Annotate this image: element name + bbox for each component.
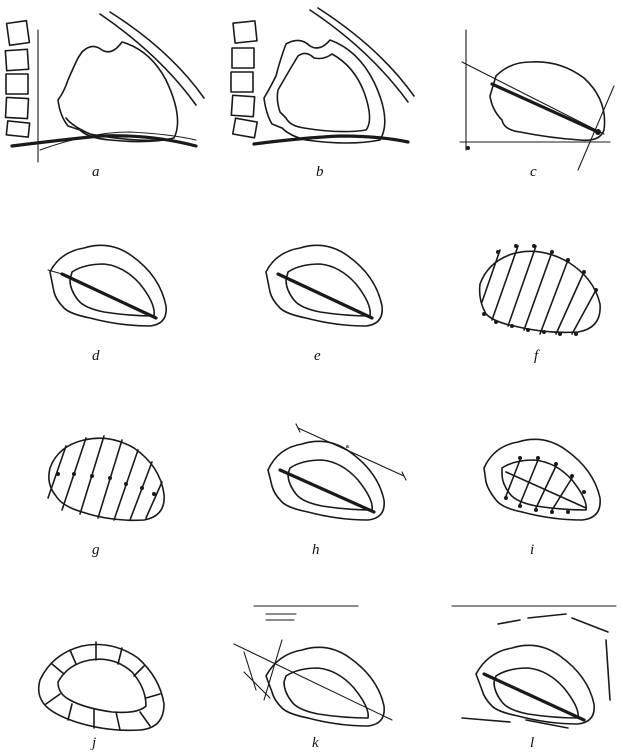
panel-j-label: j — [90, 735, 96, 751]
panel-f-label: f — [534, 348, 540, 364]
panel-i-label: i — [530, 542, 534, 558]
panel-e-label: e — [314, 348, 321, 364]
panel-b-label: b — [316, 164, 324, 180]
panel-i-measure-marks — [504, 456, 586, 514]
panel-c-label: c — [530, 164, 537, 180]
panel-a-vertebra-blocks — [5, 21, 29, 137]
panel-c: c — [460, 30, 614, 180]
panel-l-label: l — [530, 735, 534, 751]
panel-i-hatch-lines — [506, 460, 586, 510]
panel-b: b — [231, 8, 414, 180]
panel-a-label: a — [92, 164, 100, 180]
panel-h: a h — [268, 424, 406, 558]
panel-j: j — [39, 642, 164, 751]
panel-l-dimension-brackets — [462, 614, 610, 728]
panel-k-label: k — [312, 735, 319, 751]
panel-h-label: h — [312, 542, 320, 558]
panel-l: l — [452, 606, 616, 751]
panel-e: e — [266, 245, 382, 364]
panel-d-label: d — [92, 348, 100, 364]
panel-g-label: g — [92, 542, 100, 558]
panel-k-legend-text — [254, 606, 358, 620]
panel-g: g — [48, 436, 164, 558]
panel-k: k — [234, 606, 392, 751]
panel-f: f — [480, 244, 601, 364]
panel-g-hatch-lines — [48, 436, 162, 520]
panel-i: i — [484, 439, 600, 558]
panel-b-vertebra-blocks — [231, 21, 257, 138]
panel-a: a — [5, 12, 204, 180]
panel-d: d — [48, 245, 166, 364]
